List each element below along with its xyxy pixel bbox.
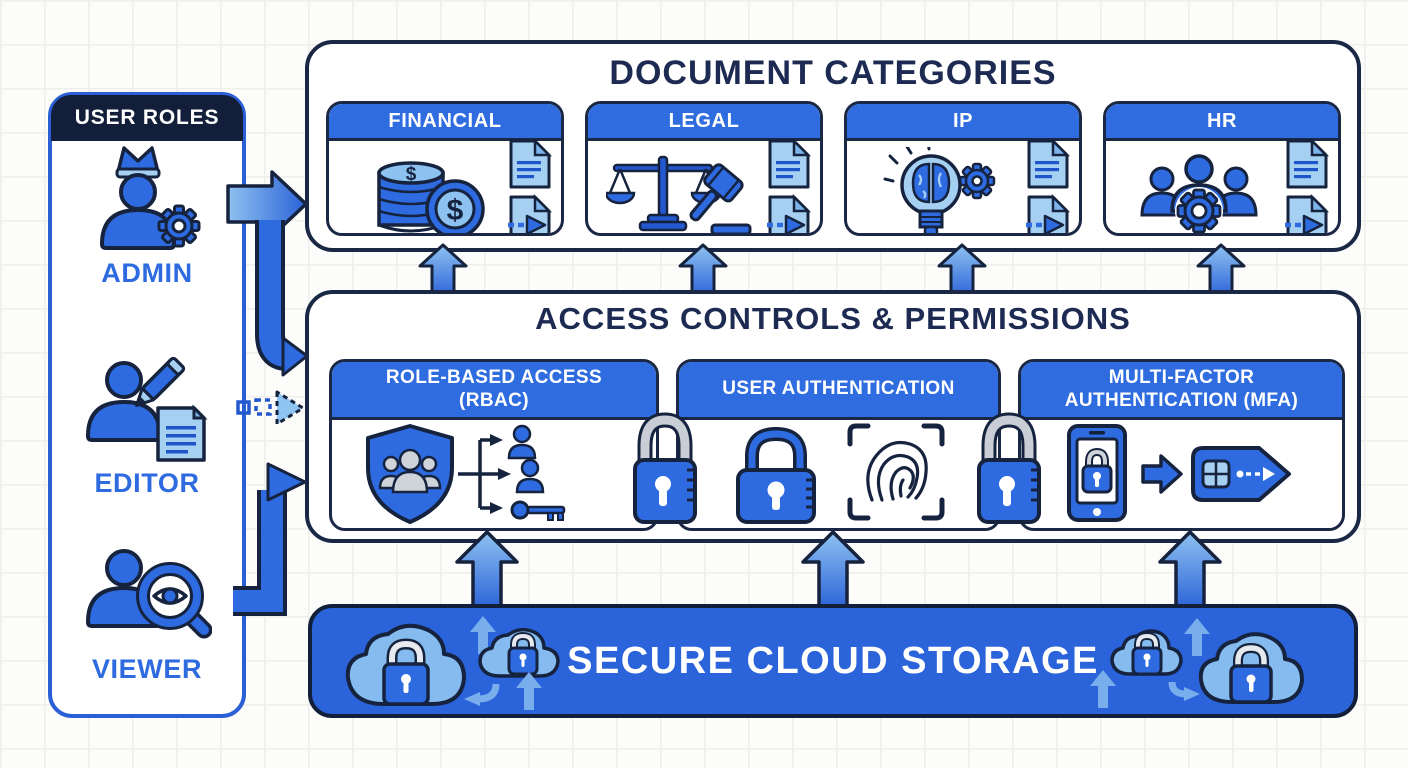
category-header-ip: IP [847, 104, 1079, 141]
storage-to-access-arrow [1158, 530, 1222, 610]
padlock-fingerprint-icon [736, 423, 945, 524]
access-card-mfa: MULTI-FACTOR AUTHENTICATION (MFA) [1018, 359, 1345, 531]
secure-cloud-storage-label: SECURE CLOUD STORAGE [567, 639, 1099, 682]
viewer-to-access-arrowhead [266, 462, 307, 502]
access-header-mfa: MULTI-FACTOR AUTHENTICATION (MFA) [1021, 362, 1342, 420]
lightbulb-brain-gear-icon [883, 147, 996, 233]
role-flow-arrows [226, 170, 309, 616]
coin-stack-dollar-icon: $ $ [377, 161, 485, 233]
scales-gavel-icon [606, 155, 752, 233]
access-controls-title: ACCESS CONTROLS & PERMISSIONS [535, 301, 1131, 336]
role-label-viewer: VIEWER [91, 654, 203, 684]
user-roles-header: USER ROLES [51, 95, 243, 141]
document-categories-box: DOCUMENT CATEGORIES FINANCIAL $ $ [305, 40, 1361, 252]
role-label-editor: EDITOR [94, 468, 200, 498]
access-header-rbac: ROLE-BASED ACCESS (RBAC) [332, 362, 656, 420]
category-card-hr: HR [1103, 101, 1341, 236]
document-pair-icon [767, 139, 812, 233]
category-header-financial: FINANCIAL [329, 104, 561, 141]
admin-to-access-arrowhead [281, 336, 309, 377]
person-pencil-document-icon [86, 356, 208, 462]
role-editor: EDITOR [52, 354, 242, 499]
document-categories-title: DOCUMENT CATEGORIES [609, 54, 1057, 92]
person-crown-gear-icon [100, 146, 201, 250]
access-card-rbac: ROLE-BASED ACCESS (RBAC) [329, 359, 659, 531]
secure-cloud-storage-bar: SECURE CLOUD STORAGE [308, 604, 1358, 718]
clouds-padlock-icon [1090, 618, 1304, 708]
document-pair-icon [1285, 139, 1330, 233]
category-header-hr: HR [1106, 104, 1338, 141]
role-admin: ADMIN [52, 140, 242, 289]
storage-to-access-arrow [801, 530, 865, 610]
people-gear-icon [1140, 154, 1258, 233]
boundary-padlock-icon [977, 412, 1041, 524]
document-pair-icon [1026, 139, 1071, 233]
access-controls-box: ACCESS CONTROLS & PERMISSIONS ROLE-BASED… [305, 290, 1361, 543]
admin-to-categories-arrow [226, 170, 308, 238]
category-card-financial: FINANCIAL $ $ [326, 101, 564, 236]
person-magnifier-eye-icon [86, 549, 212, 639]
storage-to-access-arrow [455, 530, 519, 610]
svg-text:$: $ [406, 164, 417, 185]
svg-text:$: $ [447, 194, 464, 227]
phone-lock-sim-token-icon [1067, 424, 1291, 522]
document-pair-icon [508, 139, 553, 233]
editor-to-access-dashed-arrow [236, 390, 305, 426]
role-label-admin: ADMIN [101, 258, 193, 288]
category-card-legal: LEGAL [585, 101, 823, 236]
clouds-padlock-icon [345, 616, 560, 710]
category-card-ip: IP [844, 101, 1082, 236]
role-viewer: VIEWER [52, 544, 242, 685]
boundary-padlock-icon [633, 412, 697, 524]
shield-users-branch-key-icon [366, 424, 566, 524]
category-header-legal: LEGAL [588, 104, 820, 141]
access-header-authentication: USER AUTHENTICATION [679, 362, 998, 420]
user-roles-panel: USER ROLES ADMIN [48, 92, 246, 718]
access-card-authentication: USER AUTHENTICATION [676, 359, 1001, 531]
